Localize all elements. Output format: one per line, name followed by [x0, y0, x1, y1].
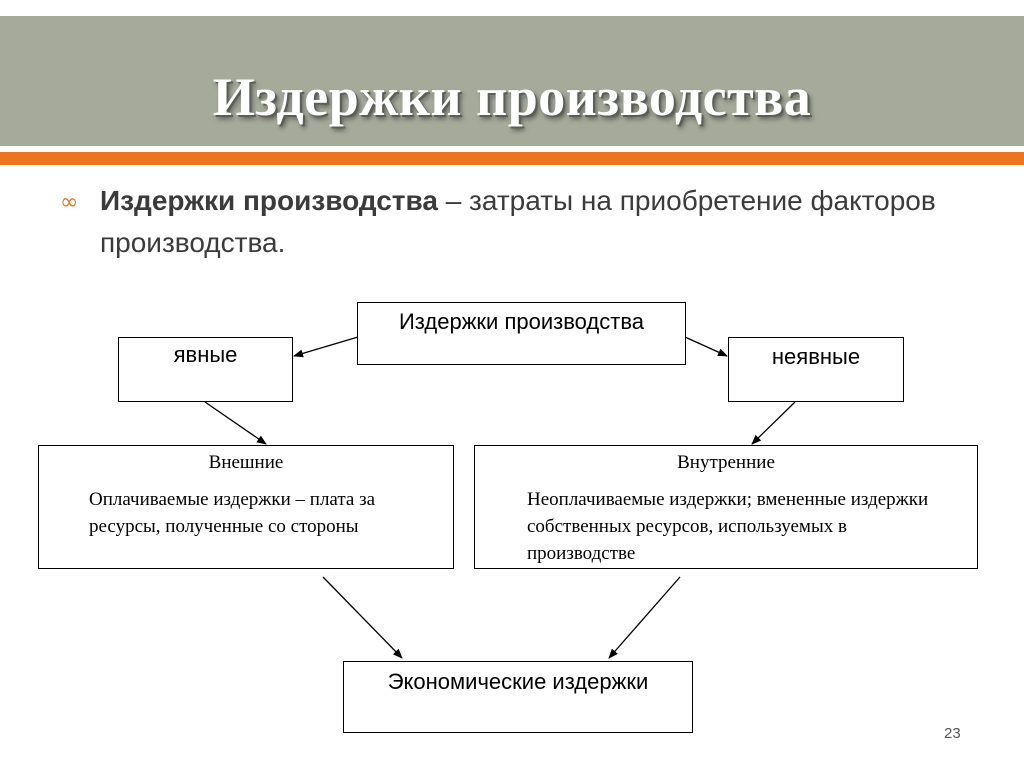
internal-costs-text: Неоплачиваемые издержки; вмененные издер… — [527, 489, 929, 564]
definition-text: – затраты на приобретение факторов произ… — [100, 185, 936, 258]
economic-costs-box: Экономические издержки — [343, 661, 693, 733]
arrow-root-to-implicit — [684, 336, 728, 357]
internal-costs-box: Внутренние Неоплачиваемые издержки; вмен… — [474, 445, 978, 569]
economic-costs-label: Экономические издержки — [387, 669, 649, 694]
internal-costs-heading: Внутренние — [677, 452, 775, 473]
external-costs-heading: Внешние — [208, 452, 284, 473]
definition-term: Издержки производства — [100, 185, 438, 216]
definition-paragraph: Издержки производства – затраты на приоб… — [100, 180, 980, 264]
page-number: 23 — [944, 725, 961, 742]
external-costs-text: Оплачиваемые издержки – плата за ресурсы… — [89, 489, 376, 537]
explicit-costs-box: явные — [118, 337, 293, 402]
arrow-external-to-result — [322, 576, 403, 659]
external-costs-box: Внешние Оплачиваемые издержки – плата за… — [38, 445, 454, 569]
arrow-root-to-explicit — [293, 336, 359, 358]
arrow-implicit-to-internal — [751, 401, 796, 445]
arrow-internal-to-result — [608, 576, 681, 659]
implicit-costs-box: неявные — [728, 337, 904, 402]
implicit-costs-label: неявные — [771, 344, 861, 369]
bullet-infinity-icon: ∞ — [60, 190, 79, 215]
accent-band — [0, 152, 1024, 165]
explicit-costs-label: явные — [173, 342, 238, 367]
arrow-explicit-to-external — [204, 401, 267, 445]
root-label: Издержки производства — [398, 309, 644, 334]
slide-title: Издержки производства — [212, 67, 812, 127]
root-box: Издержки производства — [357, 302, 686, 365]
slide-header-bar — [0, 16, 1024, 146]
